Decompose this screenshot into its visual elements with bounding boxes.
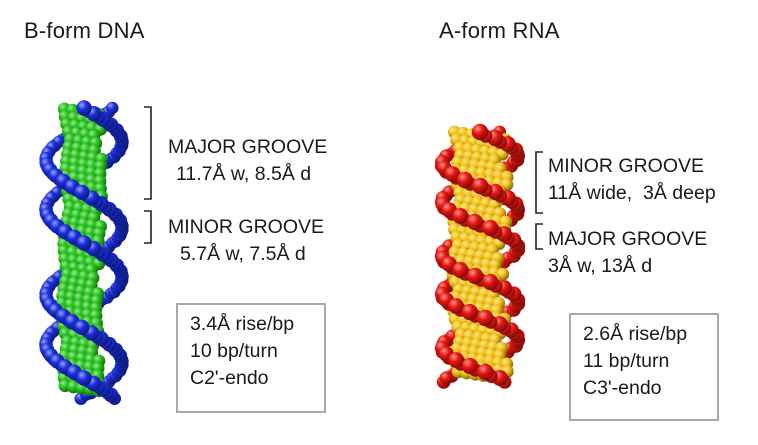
rna-turn: 11 bp/turn — [583, 350, 670, 372]
rna-backbone-atom — [477, 309, 494, 327]
rna-title: A-form RNA — [439, 18, 560, 43]
rna-backbone-atom — [471, 123, 489, 141]
dna-major-groove-name: MAJOR GROOVE — [168, 136, 328, 158]
rna-backbone-atom — [448, 352, 465, 368]
dna-major-groove-bracket — [144, 106, 152, 200]
rna-backbone-atom — [482, 273, 499, 291]
rna-minor-groove-label: MINOR GROOVE 11Å wide, 3Å deep — [548, 153, 716, 207]
rna-rise: 2.6Å rise/bp — [583, 323, 688, 345]
rna-backbone-atom — [477, 363, 494, 381]
rna-major-groove-label: MAJOR GROOVE 3Å w, 13Å d — [548, 226, 707, 280]
rna-backbone-atom — [444, 166, 461, 182]
dna-backbone-atom — [76, 100, 92, 116]
rna-minor-groove-dims: 11Å wide, 3Å deep — [548, 182, 716, 204]
rna-minor-groove-bracket — [535, 151, 543, 214]
rna-backbone-atom — [472, 177, 489, 195]
rna-major-groove-bracket — [535, 223, 543, 250]
dna-backbone-atom — [76, 370, 92, 386]
dna-minor-groove-name: MINOR GROOVE — [168, 216, 325, 238]
rna-backbone-atom — [482, 219, 499, 237]
rna-backbone-atom — [452, 262, 469, 278]
rna-backbone-atom — [461, 357, 478, 375]
rna-major-groove-dims: 3Å w, 13Å d — [548, 255, 653, 277]
rna-backbone-atom — [466, 213, 483, 231]
rna-major-groove-name: MAJOR GROOVE — [548, 228, 708, 250]
dna-backbone-atom — [74, 184, 90, 200]
dna-minor-groove-bracket — [144, 210, 152, 244]
rna-pucker: C3'-endo — [583, 377, 662, 399]
dna-minor-groove-label: MINOR GROOVE 5.7Å w, 7.5Å d — [168, 214, 324, 268]
dna-title: B-form DNA — [24, 18, 145, 43]
rna-backbone-atom — [461, 303, 478, 321]
dna-backbone-atom — [74, 319, 90, 335]
dna-backbone-atom — [106, 101, 119, 115]
rna-backbone-atom — [466, 267, 484, 285]
dna-pucker: C2'-endo — [190, 367, 269, 389]
dna-major-groove-dims: 11.7Å w, 8.5Å d — [176, 163, 312, 185]
dna-major-groove-label: MAJOR GROOVE 11.7Å w, 8.5Å d — [168, 134, 327, 188]
rna-backbone-atom — [448, 298, 464, 314]
rna-backbone-atom — [456, 171, 474, 189]
rna-minor-groove-name: MINOR GROOVE — [548, 155, 705, 177]
dna-minor-groove-dims: 5.7Å w, 7.5Å d — [180, 243, 306, 265]
dna-backbone-atom — [76, 235, 92, 251]
dna-stats-box: 3.4Å rise/bp 10 bp/turn C2'-endo — [176, 303, 326, 413]
rna-backbone-atom — [452, 208, 469, 224]
rna-stats-box: 2.6Å rise/bp 11 bp/turn C3'-endo — [569, 313, 719, 421]
rna-backbone-atom — [439, 371, 454, 385]
dna-rise: 3.4Å rise/bp — [190, 313, 295, 335]
dna-turn: 10 bp/turn — [190, 340, 278, 362]
